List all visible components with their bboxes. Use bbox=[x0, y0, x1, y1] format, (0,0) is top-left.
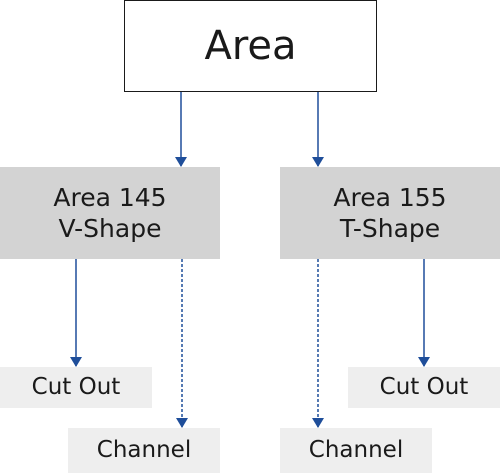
leaf-node-channel-right: Channel bbox=[280, 428, 432, 473]
branch-title: Area 155 bbox=[333, 182, 447, 212]
leaf-node-cut-out-left: Cut Out bbox=[0, 367, 152, 408]
branch-subtitle: V-Shape bbox=[58, 214, 162, 243]
leaf-node-cut-out-right: Cut Out bbox=[348, 367, 500, 408]
branch-subtitle: T-Shape bbox=[339, 214, 441, 243]
leaf-label: Cut Out bbox=[31, 374, 121, 401]
leaf-label: Channel bbox=[96, 437, 192, 464]
leaf-label: Cut Out bbox=[379, 374, 469, 401]
root-node: Area bbox=[124, 0, 377, 92]
branch-node-area-155: Area 155 T-Shape bbox=[280, 167, 500, 259]
branch-title: Area 145 bbox=[53, 182, 167, 212]
root-label: Area bbox=[204, 23, 297, 69]
leaf-label: Channel bbox=[308, 437, 404, 464]
branch-node-area-145: Area 145 V-Shape bbox=[0, 167, 220, 259]
leaf-node-channel-left: Channel bbox=[68, 428, 220, 473]
